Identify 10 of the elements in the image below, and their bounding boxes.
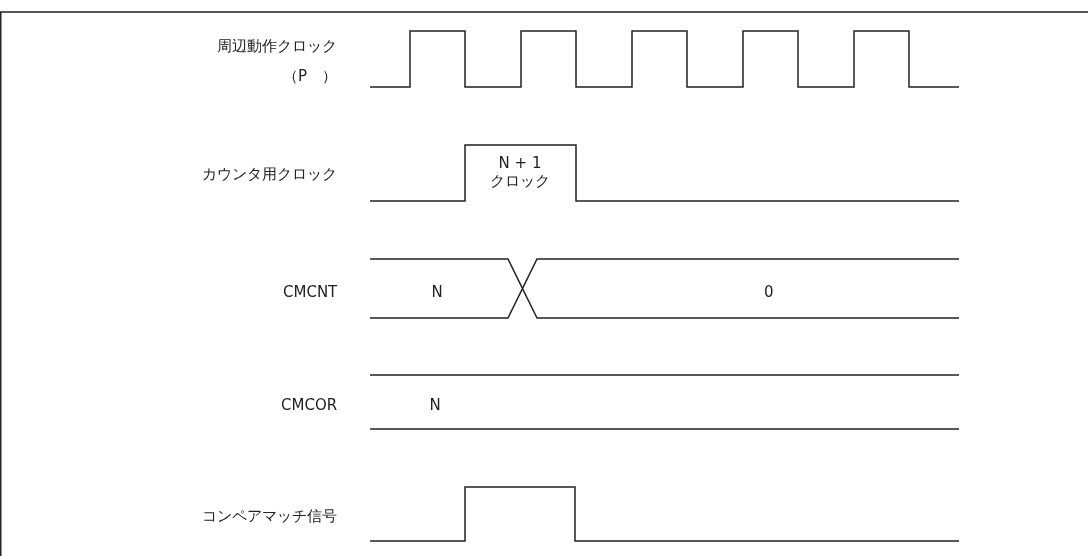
signal-name: CMCNT (283, 283, 338, 301)
waveform-value: 0 (764, 283, 774, 301)
waveform-value: N (431, 283, 443, 301)
signal-name: コンペアマッチ信号 (202, 507, 337, 525)
signal-name: CMCOR (281, 396, 338, 414)
waveform-value: N + 1 クロック (489, 154, 551, 190)
signal-name: （P ） (283, 67, 338, 85)
signal-name: カウンタ用クロック (202, 165, 337, 183)
waveform-value: N (429, 396, 441, 414)
signal-name: 周辺動作クロック (217, 37, 337, 55)
